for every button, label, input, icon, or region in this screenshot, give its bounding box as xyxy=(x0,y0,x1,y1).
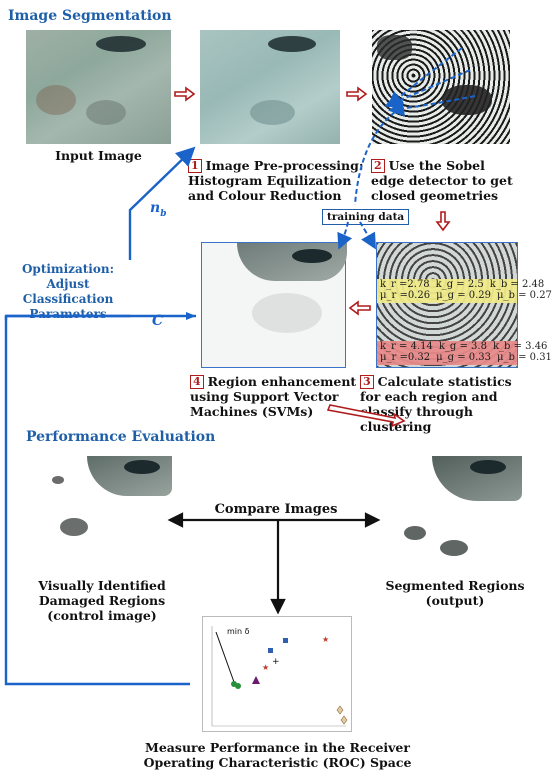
control-image-caption: Visually Identified Damaged Regions (con… xyxy=(38,578,166,623)
roc-point-star-2: ★ xyxy=(322,635,329,644)
arrow-input-to-preprocess xyxy=(174,86,196,102)
roc-point-diamond-1 xyxy=(336,705,344,715)
stat-yellow-kb: k_b = 2.48 xyxy=(489,279,545,290)
input-image-label: Input Image xyxy=(55,148,142,163)
stat-red-kb: k_b = 3.46 xyxy=(492,341,548,352)
preprocessed-image xyxy=(200,30,340,144)
loop-arrowhead-svm xyxy=(186,312,196,320)
arrow-preprocess-to-sobel xyxy=(346,86,368,102)
arrow-to-segmented xyxy=(326,404,406,428)
nb-label-main: n xyxy=(150,200,161,216)
roc-point-square-2 xyxy=(283,638,288,643)
stat-red-mug: μ_g = 0.33 xyxy=(436,352,492,363)
roc-point-diamond-2 xyxy=(340,715,348,725)
roc-marks: ★ + ★ xyxy=(211,626,348,727)
red-region-stats: k_r = 4.14 k_g = 3.8 k_b = 3.46 μ_r =0.32 μ… xyxy=(377,341,552,365)
step2-text: Use the Sobel edge detector to get close… xyxy=(371,158,513,203)
step1-text: Image Pre-processing: Histogram Equiliza… xyxy=(188,158,364,203)
stat-red-mub: μ_b = 0.31 xyxy=(497,352,552,363)
stat-yellow-kr: k_r =2.78 xyxy=(380,279,430,290)
svm-enhanced-image xyxy=(201,242,347,368)
c-label: C xyxy=(152,313,164,329)
performance-heading: Performance Evaluation xyxy=(26,429,216,445)
optimization-loop xyxy=(4,146,196,686)
nb-label-sub: b xyxy=(160,208,167,219)
compare-double-arrow xyxy=(167,512,381,615)
training-data-arrows xyxy=(337,47,476,250)
stat-red-kr: k_r = 4.14 xyxy=(380,341,433,352)
nb-label: nb xyxy=(150,200,166,219)
segmented-output-image xyxy=(382,456,522,572)
arrow-sobel-to-stats xyxy=(435,211,451,232)
training-data-label: training data xyxy=(322,209,410,225)
roc-caption: Measure Performance in the Receiver Oper… xyxy=(143,740,412,770)
stat-yellow-mug: μ_g = 0.29 xyxy=(436,290,492,301)
segmentation-heading: Image Segmentation xyxy=(8,8,172,24)
roc-plot: min δ xyxy=(202,616,352,732)
roc-point-star-1: ★ xyxy=(262,663,269,672)
input-image xyxy=(26,30,171,144)
min-delta-label: min δ xyxy=(227,627,250,636)
roc-point-triangle xyxy=(252,676,260,684)
roc-point-green-2 xyxy=(235,683,241,689)
segmented-caption: Segmented Regions (output) xyxy=(385,578,525,608)
sobel-edge-image xyxy=(372,30,510,144)
statistics-image: k_r =2.78 k_g = 2.5 k_b = 2.48 μ_r =0.26 μ_… xyxy=(376,242,552,368)
stat-yellow-mur: μ_r =0.26 xyxy=(380,290,431,301)
step4-text: Region enhancement using Support Vector … xyxy=(190,374,357,419)
compare-images-label: Compare Images xyxy=(214,502,338,517)
stat-yellow-kg: k_g = 2.5 xyxy=(435,279,484,290)
roc-point-square-1 xyxy=(268,648,273,653)
control-image xyxy=(32,456,172,572)
arrow-stats-to-svm xyxy=(348,300,371,316)
roc-point-plus: + xyxy=(272,657,280,667)
step3-text: Calculate statistics for each region and… xyxy=(360,374,512,434)
optimization-label: Optimization: Adjust Classification Para… xyxy=(21,262,115,321)
stat-yellow-mub: μ_b = 0.27 xyxy=(497,290,552,301)
stat-red-mur: μ_r =0.32 xyxy=(380,352,431,363)
yellow-region-stats: k_r =2.78 k_g = 2.5 k_b = 2.48 μ_r =0.26 μ_… xyxy=(377,279,552,303)
stat-red-kg: k_g = 3.8 xyxy=(438,341,487,352)
min-delta-line xyxy=(215,631,235,683)
